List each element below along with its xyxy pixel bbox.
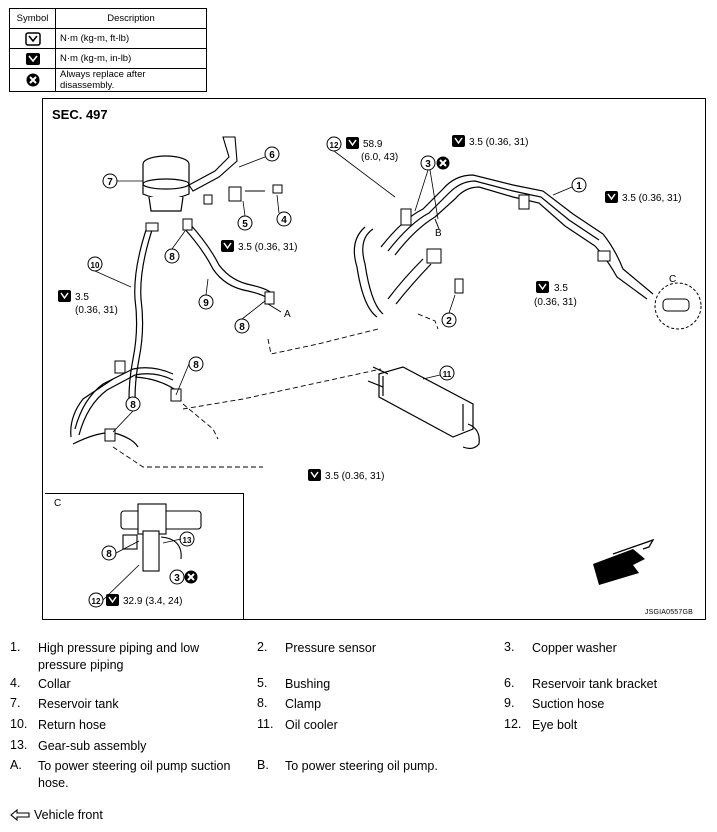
callout-8b: 8 — [234, 318, 250, 334]
callout-2: 2 — [441, 312, 457, 328]
always-replace-icon — [9, 68, 56, 92]
legend-item-a: A.To power steering oil pump suction hos… — [10, 758, 231, 790]
svg-text:11: 11 — [443, 370, 452, 379]
callout-5: 5 — [237, 215, 253, 231]
callout-6: 6 — [264, 146, 280, 162]
callout-9: 9 — [198, 294, 214, 310]
svg-text:8: 8 — [169, 252, 175, 263]
callout-1: 1 — [571, 177, 587, 193]
svg-text:2: 2 — [446, 316, 452, 327]
legend-item-3: 3.Copper washer — [504, 640, 617, 655]
torque-oil-cooler: 3.5 (0.36, 31) — [325, 471, 384, 482]
legend-item-1: 1.High pressure piping and low pressure … — [10, 640, 200, 672]
oil-cooler — [367, 366, 480, 450]
reservoir-tank — [142, 155, 190, 212]
torque-wrench-icon — [9, 28, 56, 49]
torque-inset: 32.9 (3.4, 24) — [123, 596, 182, 607]
piping-diagram: 1 2 3 3 4 5 6 7 8 8 8 8 8 9 10 11 12 12 … — [54, 134, 702, 608]
figure-id: JSGIA0557GB — [644, 609, 693, 616]
torque-bushing: 3.5 (0.36, 31) — [238, 242, 297, 253]
torque-right-lower-value: 3.5 — [554, 283, 568, 294]
legend-item-4: 4.Collar — [10, 676, 71, 691]
symbol-desc-replace: Always replace after disassembly. — [55, 68, 207, 92]
torque-top-right: 3.5 (0.36, 31) — [622, 193, 681, 204]
arrow-label-a: A — [284, 309, 291, 320]
section-title: SEC. 497 — [52, 107, 108, 122]
legend-item-2: 2.Pressure sensor — [257, 640, 377, 655]
callout-12a: 12 — [326, 136, 342, 152]
svg-text:12: 12 — [92, 597, 101, 606]
legend-item-12: 12.Eye bolt — [504, 717, 578, 732]
svg-text:8: 8 — [193, 360, 199, 371]
torque-eye-bolt-value: 58.9 — [363, 139, 383, 150]
callout-4: 4 — [276, 211, 292, 227]
callout-8a: 8 — [164, 248, 180, 264]
inset-label-c: C — [54, 498, 61, 509]
legend-item-7: 7.Reservoir tank — [10, 696, 119, 711]
description-header: Description — [55, 8, 207, 29]
detail-marker-c: C — [669, 274, 676, 285]
vehicle-front-note: Vehicle front — [10, 808, 103, 822]
svg-text:9: 9 — [203, 298, 209, 309]
legend-item-9: 9.Suction hose — [504, 696, 605, 711]
svg-text:13: 13 — [183, 536, 192, 545]
detail-inset — [45, 493, 244, 619]
svg-text:4: 4 — [281, 215, 287, 226]
callout-10: 10 — [87, 256, 103, 272]
vehicle-front-label: Vehicle front — [34, 808, 103, 822]
svg-text:10: 10 — [91, 261, 100, 270]
arrow-label-b: B — [435, 228, 442, 239]
callout-3a: 3 — [420, 155, 436, 171]
symbol-desc-ftlb: N·m (kg-m, ft-lb) — [55, 28, 207, 49]
torque-eye-bolt-sub: (6.0, 43) — [361, 152, 398, 163]
legend-item-6: 6.Reservoir tank bracket — [504, 676, 658, 691]
torque-left-sub: (0.36, 31) — [75, 305, 118, 316]
torque-center-top: 3.5 (0.36, 31) — [469, 137, 528, 148]
torque-left-value: 3.5 — [75, 292, 89, 303]
svg-text:3: 3 — [174, 573, 180, 584]
symbol-header: Symbol — [9, 8, 56, 29]
legend-item-b: B.To power steering oil pump. — [257, 758, 438, 773]
symbol-desc-inlb: N·m (kg-m, in-lb) — [55, 48, 207, 69]
callout-13: 13 — [179, 531, 195, 547]
torque-wrench-filled-icon — [9, 48, 56, 69]
svg-text:12: 12 — [330, 141, 339, 150]
legend-item-5: 5.Bushing — [257, 676, 331, 691]
torque-right-lower-sub: (0.36, 31) — [534, 297, 577, 308]
callout-7: 7 — [102, 173, 118, 189]
diagram-frame: SEC. 497 — [42, 98, 706, 620]
svg-text:3: 3 — [425, 159, 431, 170]
callout-11: 11 — [439, 365, 455, 381]
legend-item-10: 10.Return hose — [10, 717, 107, 732]
svg-text:5: 5 — [242, 219, 248, 230]
svg-text:6: 6 — [269, 150, 275, 161]
svg-text:8: 8 — [239, 322, 245, 333]
callout-8c: 8 — [188, 356, 204, 372]
callout-8d: 8 — [125, 396, 141, 412]
legend-item-8: 8.Clamp — [257, 696, 322, 711]
callout-12b: 12 — [88, 592, 104, 608]
callout-8e: 8 — [101, 545, 117, 561]
svg-text:1: 1 — [576, 181, 582, 192]
svg-text:8: 8 — [130, 400, 136, 411]
svg-text:7: 7 — [107, 177, 113, 188]
svg-text:8: 8 — [106, 549, 112, 560]
callout-3b: 3 — [169, 569, 185, 585]
vehicle-front-arrow-icon — [10, 809, 30, 821]
legend-item-11: 11.Oil cooler — [257, 717, 338, 732]
symbol-table: Symbol Description N·m (kg-m, ft-lb) N·m… — [9, 8, 207, 92]
legend-item-13: 13.Gear-sub assembly — [10, 738, 147, 753]
